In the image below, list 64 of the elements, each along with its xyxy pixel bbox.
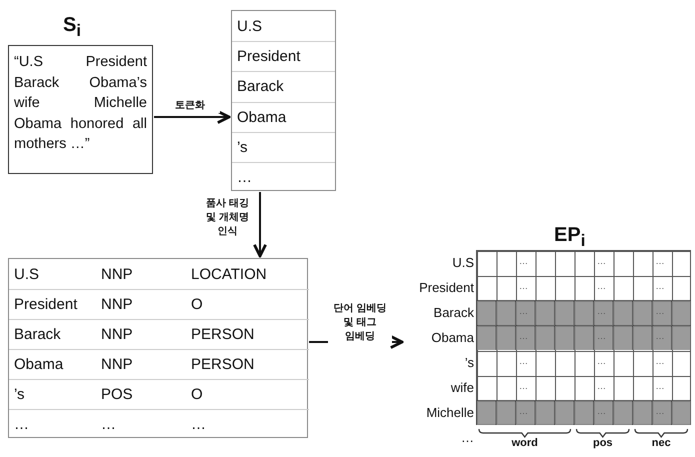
table-cell-text: LOCATION	[190, 264, 268, 284]
table-cell-text: U.S	[236, 16, 264, 37]
cell-ellipsis: …	[519, 356, 528, 366]
table-cell: …	[96, 409, 186, 439]
table-cell: Obama	[9, 349, 96, 379]
token-list	[231, 10, 336, 191]
cell-ellipsis: …	[656, 331, 664, 341]
table-cell: NNP	[96, 289, 186, 319]
table-cell: Obama	[232, 102, 335, 132]
axis-label: nec	[650, 437, 672, 449]
table-cell: President	[232, 41, 335, 72]
cell-ellipsis: …	[656, 356, 664, 366]
arrow	[154, 110, 230, 124]
cell-ellipsis: …	[597, 356, 606, 366]
axis-label: word	[510, 437, 539, 449]
cell-ellipsis: …	[597, 331, 606, 341]
cell-ellipsis: …	[519, 281, 528, 291]
cell-ellipsis: …	[656, 381, 664, 391]
table-cell: …	[9, 409, 96, 439]
table-cell: PERSON	[186, 319, 309, 349]
table-cell: Barack	[232, 71, 335, 102]
cell-ellipsis: …	[656, 406, 664, 416]
table-cell: …	[232, 162, 335, 192]
arrow	[253, 192, 267, 258]
table-cell-text: NNP	[100, 264, 134, 284]
cell-ellipsis: …	[519, 331, 528, 341]
cell-ellipsis: …	[519, 406, 528, 416]
sentence-box: “U.S President Barack Obama’s wife Michelle Obama honored all mothers …”	[8, 45, 153, 174]
table-cell: NNP	[96, 319, 186, 349]
table-cell: POS	[96, 379, 186, 409]
row-label: ’s	[464, 355, 474, 370]
cell-ellipsis: …	[597, 306, 606, 316]
row-label: Michelle	[426, 405, 474, 420]
table-cell-text: U.S	[13, 264, 40, 284]
row-label: Obama	[431, 330, 474, 345]
table-cell: President	[9, 289, 96, 319]
cell-ellipsis: …	[597, 406, 606, 416]
cell-ellipsis: …	[519, 256, 528, 266]
table-cell: O	[186, 379, 309, 409]
row-label: President	[419, 280, 474, 295]
table-cell: PERSON	[186, 349, 309, 379]
cell-ellipsis: …	[656, 281, 664, 291]
subscript-heading: S$_{i}$	[63, 14, 81, 41]
tag-table	[8, 258, 308, 438]
cell-ellipsis: …	[656, 306, 664, 316]
cell-ellipsis: …	[519, 306, 528, 316]
subscript-heading: EP$_{i}$	[554, 224, 586, 251]
row-label: U.S	[452, 255, 474, 270]
table-cell: O	[186, 289, 309, 319]
cell-ellipsis: …	[656, 256, 664, 266]
table-cell: ’s	[232, 132, 335, 162]
row-label: Barack	[434, 305, 474, 320]
row-label: wife	[450, 380, 474, 395]
axis-label: pos	[592, 437, 614, 449]
edge-label: 단어 임베딩 및 태그 임베딩	[328, 302, 392, 344]
table-cell: NNP	[96, 349, 186, 379]
table-cell: Barack	[9, 319, 96, 349]
cell-ellipsis: …	[597, 256, 606, 266]
cell-ellipsis: …	[597, 381, 606, 391]
cell-ellipsis: …	[519, 381, 528, 391]
row-label: …	[461, 430, 474, 445]
cell-ellipsis: …	[597, 281, 606, 291]
table-cell: …	[186, 409, 309, 439]
table-cell: ’s	[9, 379, 96, 409]
